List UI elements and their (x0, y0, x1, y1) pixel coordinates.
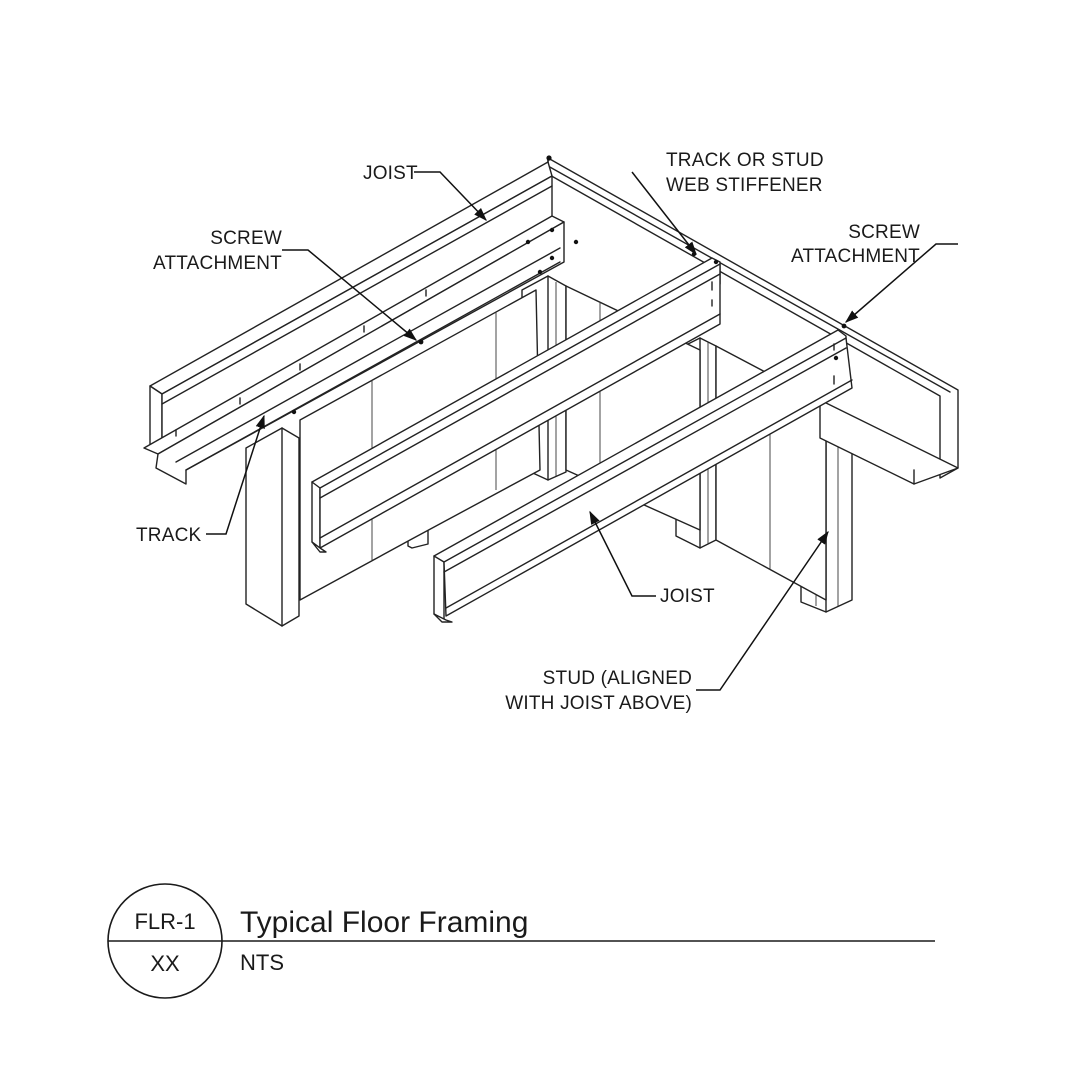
leader-web-stiffener (631, 171, 697, 256)
label-screw-left-line2: ATTACHMENT (153, 253, 282, 274)
detail-title-block: FLR-1 XX Typical Floor Framing NTS (107, 883, 935, 999)
joist-front (433, 329, 853, 623)
label-track-stiffener-line1: TRACK OR STUD (666, 150, 824, 171)
label-joist-bottom: JOIST (660, 586, 715, 607)
leader-screw-left (282, 249, 418, 341)
stud-left-front (245, 427, 300, 627)
screw-dots (175, 155, 847, 437)
label-track-stiffener-line2: WEB STIFFENER (666, 175, 823, 196)
sheet-ref: XX (150, 951, 180, 976)
label-track: TRACK (136, 525, 202, 546)
label-screw-right-line1: SCREW (848, 222, 920, 243)
leader-track (206, 414, 265, 535)
leader-stud (696, 530, 829, 691)
leader-joist-bottom (589, 510, 656, 597)
label-stud-line2: WITH JOIST ABOVE) (505, 693, 692, 714)
leader-lines (206, 171, 958, 691)
leader-joist-top (414, 171, 487, 221)
label-stud-line1: STUD (ALIGNED (543, 668, 692, 689)
leader-screw-right (844, 243, 958, 323)
detail-title: Typical Floor Framing (240, 906, 528, 939)
detail-id: FLR-1 (134, 909, 195, 934)
detail-scale: NTS (240, 950, 284, 975)
callout-labels: JOIST SCREW ATTACHMENT TRACK OR STUD WEB… (136, 150, 920, 714)
joist-middle (311, 257, 721, 553)
label-screw-left-line1: SCREW (210, 228, 282, 249)
label-screw-right-line2: ATTACHMENT (791, 246, 920, 267)
label-joist-top: JOIST (363, 163, 418, 184)
